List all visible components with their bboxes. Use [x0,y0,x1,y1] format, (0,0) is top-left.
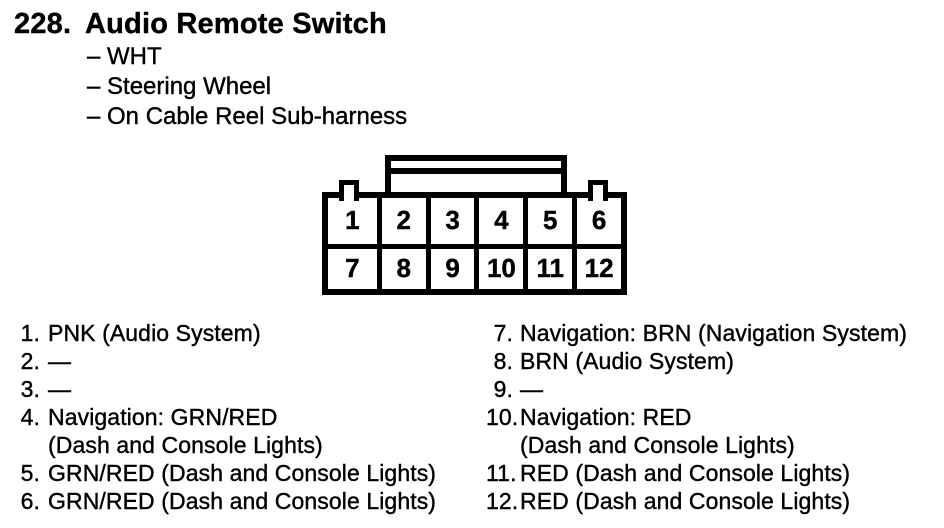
pin-cell-11: 11 [523,243,573,289]
pin-number: 5. [20,460,40,486]
pin-row-6: 6. GRN/RED (Dash and Console Lights) [16,487,436,515]
pin-row-3: 3. — [16,375,436,403]
connector-detail-list: – WHT – Steering Wheel – On Cable Reel S… [87,42,408,132]
pin-description-main: Navigation: RED [520,404,692,430]
section-title: 228. Audio Remote Switch [14,8,387,40]
pin-row-12: 12. RED (Dash and Console Lights) [486,487,907,515]
pin-list-left: 1. PNK (Audio System) 2. — 3. — 4. Navig… [16,319,436,515]
pin-description: PNK (Audio System) [48,319,261,347]
pin-description: GRN/RED (Dash and Console Lights) [48,487,436,515]
pin-row-4: 4. Navigation: GRN/RED (Dash and Console… [16,403,436,459]
pin-description-main: RED (Dash and Console Lights) [520,488,851,514]
pin-cell-10: 10 [474,243,524,289]
connector-body: 1 2 3 4 5 6 7 8 9 10 11 12 [322,192,627,295]
location-note: – Steering Wheel [87,73,272,100]
pin-cell-5: 5 [523,198,572,244]
section-name: Audio Remote Switch [85,8,387,40]
pin-number: 12. [486,488,519,514]
pin-cell-12: 12 [572,243,621,289]
pin-description: — [48,347,71,375]
pin-row-10: 10. Navigation: RED (Dash and Console Li… [486,403,907,459]
pin-row-11: 11. RED (Dash and Console Lights) [486,459,907,487]
pin-list-right: 7. Navigation: BRN (Navigation System) 8… [486,319,907,515]
pin-description-main: — [48,348,72,374]
pin-cell-8: 8 [376,243,426,289]
pin-description-main: GRN/RED (Dash and Console Lights) [48,460,437,486]
pin-row-1: 1. PNK (Audio System) [16,319,436,347]
pin-description-main: — [520,376,544,402]
connector-lock-tab [385,155,567,192]
pin-description: — [520,375,543,403]
pin-description: RED (Dash and Console Lights) [520,459,850,487]
pin-cell-3: 3 [425,198,475,244]
pin-row-8: 8. BRN (Audio System) [486,347,907,375]
pin-row-2: 2. — [16,347,436,375]
pin-description: — [48,375,71,403]
pin-description-main: Navigation: BRN (Navigation System) [520,320,907,346]
pin-number: 2. [20,348,40,374]
pin-cell-7: 7 [328,243,377,290]
pin-description-main: RED (Dash and Console Lights) [520,460,851,486]
connector-rib-left [339,180,359,201]
pin-description: BRN (Audio System) [520,347,734,375]
pin-number: 10. [486,404,519,430]
pin-description: GRN/RED (Dash and Console Lights) [48,459,436,487]
pin-description-main: PNK (Audio System) [48,320,261,346]
pin-row-7: 7. Navigation: BRN (Navigation System) [486,319,907,347]
connector-diagram: 1 2 3 4 5 6 7 8 9 10 11 12 [322,155,627,295]
pin-number: 6. [20,488,40,514]
pin-number: 8. [493,348,513,374]
pin-row-5: 5. GRN/RED (Dash and Console Lights) [16,459,436,487]
pin-number: 7. [493,320,513,346]
pin-number: 9. [493,376,513,402]
pin-number: 4. [20,404,40,430]
pin-cell-6: 6 [572,198,621,244]
pin-cell-1: 1 [345,205,360,236]
pin-description-main: BRN (Audio System) [520,348,734,374]
pin-number: 3. [20,376,40,402]
pin-cell-9: 9 [425,243,475,289]
wire-color-note: – WHT [87,43,162,70]
pin-description: Navigation: RED (Dash and Console Lights… [520,403,795,459]
lock-tab-ridge [391,168,561,174]
pin-number: 11. [486,460,517,486]
pin-number: 1. [20,320,40,346]
pin-cell-4: 4 [474,198,523,244]
pin-description-main: GRN/RED (Dash and Console Lights) [48,488,437,514]
pin-description-main: — [48,376,72,402]
harness-note: – On Cable Reel Sub-harness [87,103,408,130]
pin-description-main: Navigation: GRN/RED [48,404,278,430]
pin-description: RED (Dash and Console Lights) [520,487,850,515]
pin-description: Navigation: BRN (Navigation System) [520,319,907,347]
section-number: 228. [14,8,72,40]
connector-rib-right [588,180,608,201]
pin-description: Navigation: GRN/RED (Dash and Console Li… [48,403,323,459]
pin-row-9: 9. — [486,375,907,403]
pin-description-cont: (Dash and Console Lights) [48,432,323,458]
pin-description-cont: (Dash and Console Lights) [520,432,795,458]
pin-cell-2: 2 [376,198,426,244]
